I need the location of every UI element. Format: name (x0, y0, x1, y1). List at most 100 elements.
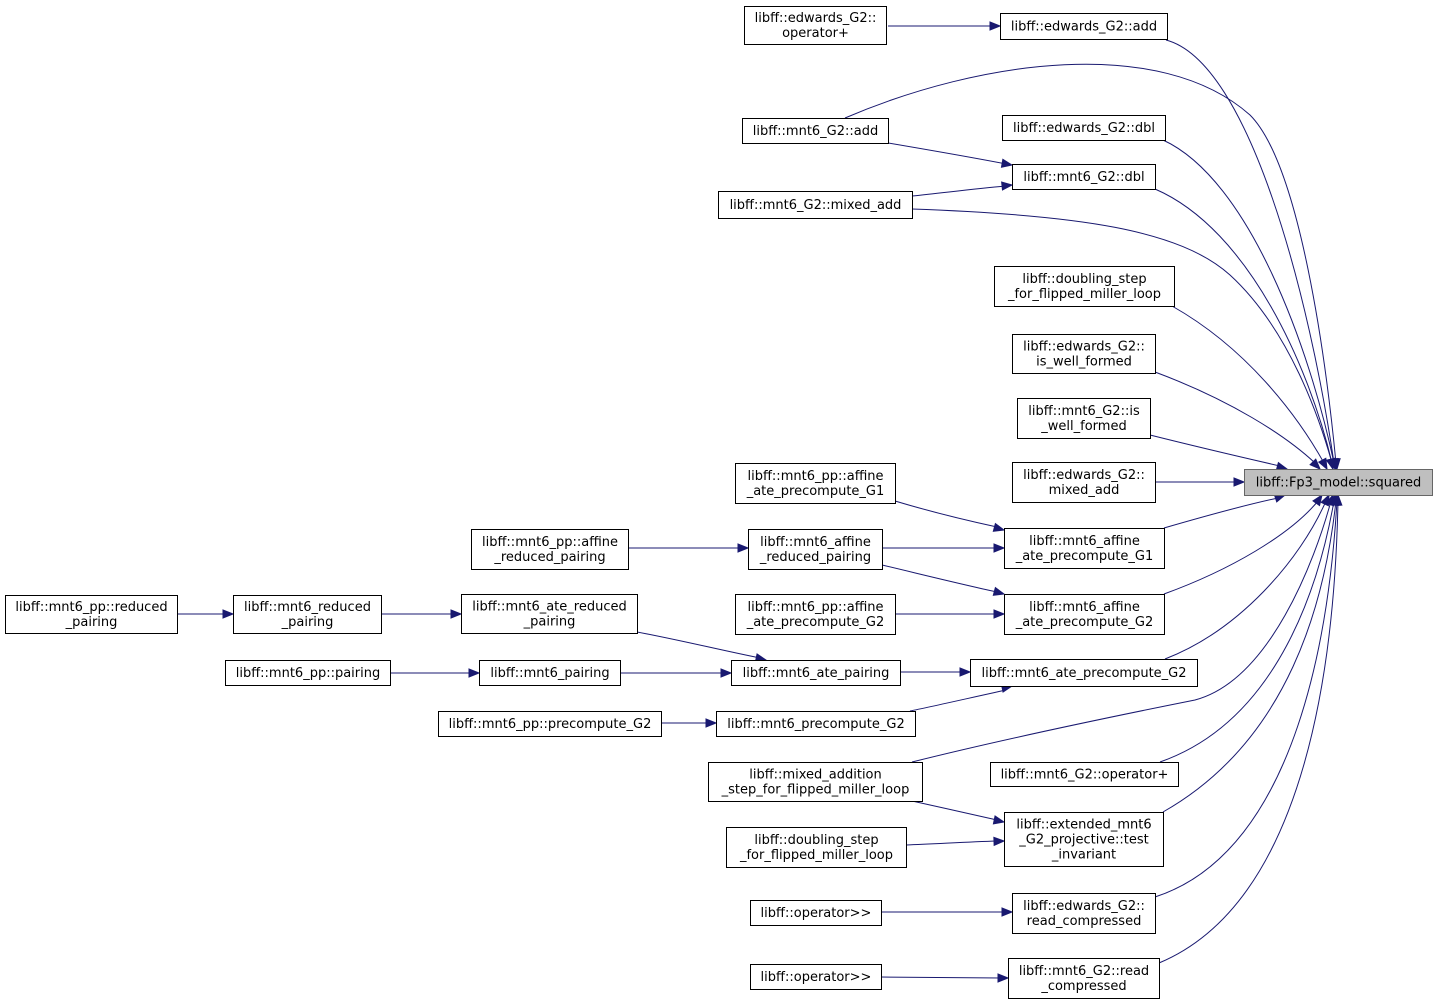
node-aff-red[interactable]: libff::mnt6_affine_reduced_pairing (748, 529, 883, 570)
node-eg2-mixed[interactable]: libff::edwards_G2::mixed_add (1012, 462, 1156, 503)
node-label: libff::edwards_G2:: (1023, 340, 1145, 355)
node-label: libff::mnt6_G2::mixed_add (730, 198, 902, 213)
call-edge-op_rr2-to-m6_readc (880, 976, 1002, 979)
node-box (716, 711, 916, 737)
call-edge-m6_add-to-m6_dbl (887, 142, 1007, 165)
arrowhead-pp_pair-to-pair (468, 668, 481, 678)
node-box (1244, 469, 1433, 496)
node-box (1012, 334, 1156, 374)
node-m6-iswf[interactable]: libff::mnt6_G2::is_well_formed (1017, 398, 1151, 439)
node-label: libff::mnt6_ate_precompute_G2 (981, 666, 1186, 681)
node-pp-aff-g2[interactable]: libff::mnt6_pp::affine_ate_precompute_G2 (735, 594, 896, 635)
node-pp-aff-red[interactable]: libff::mnt6_pp::affine_reduced_pairing (471, 529, 629, 570)
node-red[interactable]: libff::mnt6_reduced_pairing (233, 595, 382, 634)
node-label: libff::edwards_G2::dbl (1013, 121, 1155, 136)
arrowhead-m6_add-to-m6_dbl (1000, 158, 1014, 168)
arrowhead-pp_aff_g2-to-aff_g2 (993, 609, 1006, 619)
node-pp-pair[interactable]: libff::mnt6_pp::pairing (225, 660, 391, 686)
node-label: libff::mnt6_pp::affine (482, 535, 618, 550)
node-box (731, 660, 901, 686)
arrowhead-pp_aff_g1-to-aff_g1 (992, 522, 1006, 532)
node-eg2-iswf[interactable]: libff::edwards_G2::is_well_formed (1012, 334, 1156, 374)
node-box (1004, 528, 1165, 569)
node-m6-readc[interactable]: libff::mnt6_G2::read_compressed (1008, 958, 1160, 999)
node-box (1000, 13, 1168, 40)
node-aff-g1[interactable]: libff::mnt6_affine_ate_precompute_G1 (1004, 528, 1165, 569)
node-label: _G2_projective::test (1018, 833, 1149, 848)
node-pp-aff-g1[interactable]: libff::mnt6_pp::affine_ate_precompute_G1 (735, 463, 896, 504)
call-edge-mixed_step-to-ext_inv (911, 800, 998, 821)
node-label: libff::mnt6_affine (1029, 600, 1140, 615)
node-m6-mixed[interactable]: libff::mnt6_G2::mixed_add (718, 191, 913, 219)
call-edge-aff_g1-to-root (1163, 497, 1279, 529)
node-ate-pair[interactable]: libff::mnt6_ate_pairing (731, 660, 901, 686)
node-label: _for_flipped_miller_loop (1007, 287, 1161, 302)
node-ate-g2[interactable]: libff::mnt6_ate_precompute_G2 (970, 659, 1198, 687)
node-box (1012, 893, 1156, 934)
node-label: is_well_formed (1036, 355, 1132, 370)
call-edge-m6_iswf-to-root (1149, 434, 1281, 467)
arrowhead-pp_pre_g2-to-pre_g2 (705, 718, 718, 728)
arrowhead-pair-to-ate_pair (720, 668, 733, 678)
node-pp-pre-g2[interactable]: libff::mnt6_pp::precompute_G2 (438, 711, 662, 737)
node-label: _reduced_pairing (493, 550, 605, 565)
node-root[interactable]: libff::Fp3_model::squared (1244, 469, 1433, 496)
node-dbl-step-l[interactable]: libff::doubling_step_for_flipped_miller_… (726, 827, 907, 868)
node-box (471, 529, 629, 570)
node-box (718, 191, 913, 219)
node-box (748, 529, 883, 570)
node-ext-inv[interactable]: libff::extended_mnt6_G2_projective::test… (1004, 812, 1164, 867)
node-label: libff::mnt6_G2::operator+ (1001, 768, 1169, 783)
node-ate-red[interactable]: libff::mnt6_ate_reduced_pairing (461, 594, 638, 634)
node-label: _reduced_pairing (759, 550, 871, 565)
node-box (726, 827, 907, 868)
call-edge-m6_dbl-to-root (1154, 188, 1333, 464)
node-m6-dbl[interactable]: libff::mnt6_G2::dbl (1012, 164, 1156, 190)
arrowhead-m6_mixed-to-m6_dbl (1001, 181, 1014, 191)
node-box (1017, 398, 1151, 439)
node-label: _ate_precompute_G2 (746, 615, 885, 630)
node-box (1004, 594, 1165, 635)
node-mixed-step[interactable]: libff::mixed_addition_step_for_flipped_m… (708, 762, 923, 802)
node-label: _ate_precompute_G1 (1015, 549, 1154, 564)
node-op-rr1[interactable]: libff::operator>> (750, 900, 882, 926)
node-label: libff::mnt6_pp::reduced (15, 600, 167, 615)
node-op-rr2[interactable]: libff::operator>> (750, 964, 882, 990)
arrowhead-eg2_mixed-to-root (1233, 477, 1246, 487)
call-edge-m6_mixed-to-root (911, 208, 1333, 464)
arrowhead-pp_red-to-red (222, 609, 235, 619)
node-eg2-readc[interactable]: libff::edwards_G2::read_compressed (1012, 893, 1156, 934)
node-eg2-opplus[interactable]: libff::edwards_G2::operator+ (744, 6, 887, 45)
call-edge-m6_opplus-to-root (1159, 500, 1335, 763)
call-edge-dbl_step_l-to-ext_inv (905, 840, 998, 846)
call-edge-ate_red-to-ate_pair (636, 631, 761, 659)
node-box (479, 660, 621, 686)
arrowhead-red-to-ate_red (450, 609, 463, 619)
node-label: _pairing (65, 615, 118, 630)
node-label: libff::edwards_G2:: (755, 11, 877, 26)
arrowhead-mixed_step-to-ext_inv (992, 815, 1006, 825)
node-pre-g2[interactable]: libff::mnt6_precompute_G2 (716, 711, 916, 737)
node-m6-add[interactable]: libff::mnt6_G2::add (742, 118, 889, 144)
node-eg2-dbl[interactable]: libff::edwards_G2::dbl (1002, 115, 1166, 141)
node-label: libff::mnt6_pp::affine (748, 600, 884, 615)
call-edge-eg2_readc-to-root (1154, 500, 1338, 898)
node-label: libff::mnt6_ate_pairing (743, 666, 890, 681)
call-edge-dbl_step_r-to-root (1171, 305, 1325, 464)
node-label: _for_flipped_miller_loop (739, 848, 893, 863)
arrowhead-aff_red-to-aff_g2 (992, 586, 1006, 596)
node-pair[interactable]: libff::mnt6_pairing (479, 660, 621, 686)
arrowhead-op_rr2-to-m6_readc (997, 973, 1010, 983)
node-pp-red[interactable]: libff::mnt6_pp::reduced_pairing (5, 595, 178, 634)
node-box (5, 595, 178, 634)
node-label: libff::mnt6_pairing (490, 666, 609, 681)
node-aff-g2[interactable]: libff::mnt6_affine_ate_precompute_G2 (1004, 594, 1165, 635)
call-edge-mixed_step-to-root (911, 500, 1332, 763)
node-eg2-add[interactable]: libff::edwards_G2::add (1000, 13, 1168, 40)
node-m6-opplus[interactable]: libff::mnt6_G2::operator+ (990, 762, 1179, 787)
arrowhead-m6_mixed-to-root (1325, 457, 1335, 471)
node-dbl-step-r[interactable]: libff::doubling_step_for_flipped_miller_… (994, 266, 1175, 307)
node-box (990, 762, 1179, 787)
node-label: libff::mnt6_G2::read (1019, 964, 1149, 979)
